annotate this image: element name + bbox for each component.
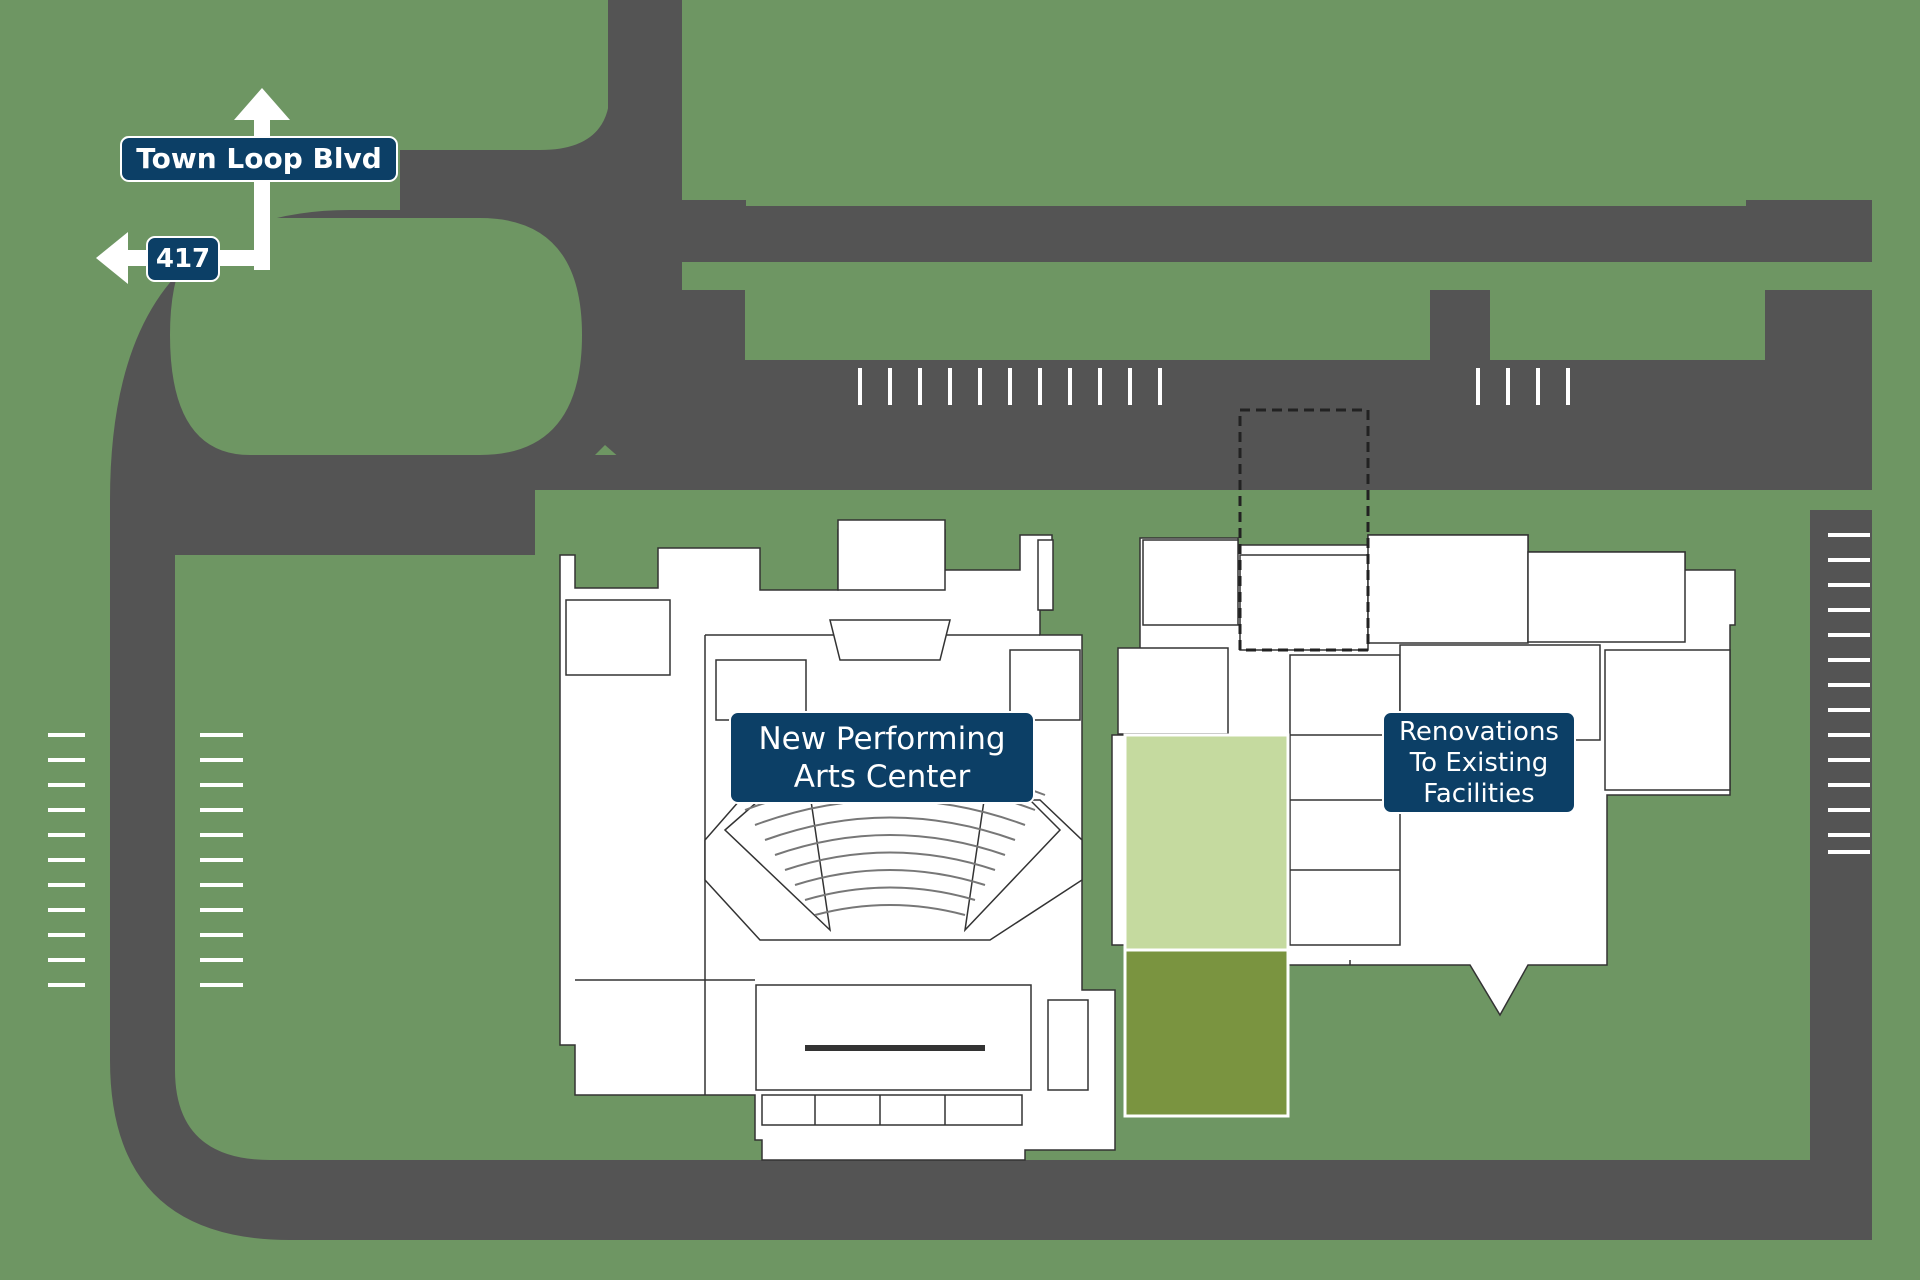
performing-arts-label-line-1: New Performing	[758, 721, 1006, 757]
performing-arts-center-floorplan	[559, 519, 1116, 1161]
east-grass-block	[1730, 490, 1810, 920]
town-loop-blvd-label: Town Loop Blvd	[120, 136, 398, 182]
parking-island-top	[746, 114, 1746, 206]
right-grass-edge	[1872, 0, 1920, 1280]
south-lane	[535, 1160, 1872, 1240]
left-island	[175, 555, 535, 1160]
parking-island-middle-shape	[700, 262, 1810, 360]
top-grass-strip	[682, 0, 1872, 114]
parking-stripes	[48, 368, 1870, 987]
right-parking-island	[1810, 490, 1872, 510]
performing-arts-center-label: New Performing Arts Center	[729, 711, 1035, 804]
dashed-outline	[1238, 408, 1370, 652]
renovations-label-line-1: Renovations	[1399, 717, 1559, 747]
renovations-label: Renovations To Existing Facilities	[1382, 711, 1576, 814]
renovations-label-line-2: To Existing	[1409, 748, 1549, 778]
route-417-label: 417	[146, 236, 220, 282]
oval-island	[170, 218, 582, 455]
west-parking-lane	[110, 690, 175, 1010]
lawn-dark	[1123, 948, 1290, 1118]
lawn-light	[1123, 733, 1290, 952]
stage-bar	[805, 1045, 985, 1051]
renovations-label-line-3: Facilities	[1423, 779, 1535, 809]
pavement-details	[110, 455, 1872, 1240]
north-road	[400, 0, 682, 210]
inner-lane	[535, 455, 1810, 490]
left-grass-edge	[0, 0, 110, 1280]
bottom-grass	[0, 1240, 1920, 1280]
east-parking-lane	[1810, 510, 1872, 920]
performing-arts-label-line-2: Arts Center	[793, 759, 971, 795]
